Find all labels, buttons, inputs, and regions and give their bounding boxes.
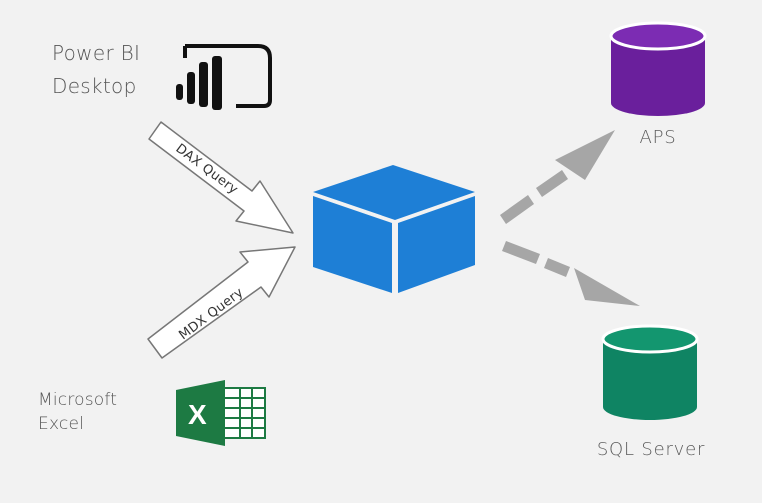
powerbi-source: Power BI Desktop — [52, 41, 272, 110]
cube-icon — [313, 165, 475, 293]
aps-target: APS — [609, 21, 707, 148]
powerbi-label-line1: Power BI — [52, 41, 140, 65]
powerbi-label-line2: Desktop — [52, 74, 137, 98]
arrow-to-aps — [500, 130, 615, 224]
aps-database-cylinder-icon — [609, 21, 707, 116]
sql-database-cylinder-icon — [601, 324, 699, 420]
sql-server-label: SQL Server — [597, 439, 705, 460]
excel-icon: X — [176, 380, 266, 446]
dax-query-arrow: DAX Query — [148, 121, 294, 234]
power-bi-icon — [176, 44, 272, 110]
excel-label-line2: Excel — [38, 414, 84, 434]
excel-icon-letter: X — [188, 399, 207, 430]
sql-server-target: SQL Server — [597, 324, 705, 460]
aps-label: APS — [640, 127, 677, 148]
excel-label-line1: Microsoft — [38, 390, 117, 410]
arrow-to-sql-server — [502, 241, 640, 306]
dax-query-label: DAX Query — [173, 141, 241, 197]
mdx-query-arrow: MDX Query — [147, 246, 296, 359]
excel-source: Microsoft Excel X — [38, 380, 266, 446]
